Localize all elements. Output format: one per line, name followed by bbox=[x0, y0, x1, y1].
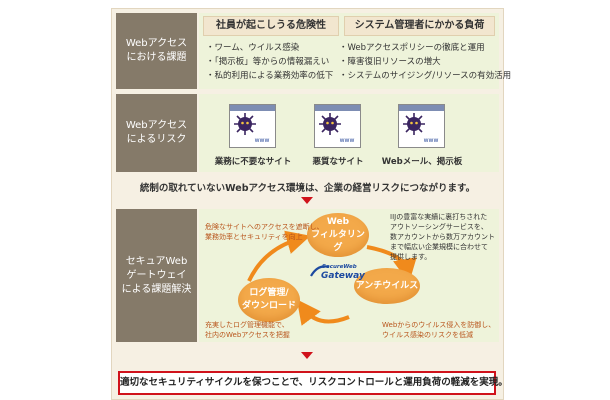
www-text: www bbox=[340, 137, 355, 144]
employee-risk-heading: 社員が起こしうる危険性 bbox=[203, 16, 339, 36]
list-item: ・「掲示板」等からの情報漏えい bbox=[206, 57, 330, 67]
risk-statement: 統制の取れていないWebアクセス環境は、企業の経営リスクにつながります。 bbox=[139, 183, 476, 194]
cycle-arrow bbox=[247, 230, 311, 282]
list-item: ・システムのサイジング/リソースの有効活用 bbox=[339, 71, 512, 81]
gateway-swoosh-icon bbox=[310, 265, 330, 277]
list-item: ・Webアクセスポリシーの徹底と運用 bbox=[339, 43, 485, 53]
list-item: ・ワーム、ウイルス感染 bbox=[206, 43, 300, 53]
down-arrow-icon bbox=[301, 352, 313, 359]
list-item: ・私的利用による業務効率の低下 bbox=[206, 71, 334, 81]
admin-load-list: ・Webアクセスポリシーの徹底と運用 ・障害復旧リソースの増大 ・システムのサイ… bbox=[339, 41, 511, 83]
down-arrow-icon bbox=[301, 197, 313, 204]
note-filtering: 危険なサイトへのアクセスを遮断し、 業務効率とセキュリティを向上 bbox=[205, 223, 324, 241]
note-antivirus: Webからのウイルス侵入を防御し、 ウイルス感染のリスクを低減 bbox=[382, 321, 496, 339]
cycle-arrow bbox=[296, 299, 350, 326]
conclusion-box: 適切なセキュリティサイクルを保つことで、リスクコントロールと運用負荷の軽減を実現… bbox=[118, 371, 508, 395]
site-label-unnecessary: 業務に不要なサイト bbox=[214, 157, 292, 167]
www-text: www bbox=[424, 137, 439, 144]
row-label-risks: Webアクセス によるリスク bbox=[116, 94, 197, 172]
row-label-issues: Webアクセス における課題 bbox=[116, 13, 197, 89]
employee-risk-list: ・ワーム、ウイルス感染 ・「掲示板」等からの情報漏えい ・私的利用による業務効率… bbox=[206, 41, 333, 83]
note-iij-service: IIJの豊富な実績に裏打ちされた アウトソーシングサービスを、 数アカウントから… bbox=[390, 213, 495, 261]
logo-gateway: Gateway bbox=[321, 271, 365, 281]
cycle-arrows bbox=[247, 230, 417, 326]
node-antivirus: アンチウイルス bbox=[354, 268, 420, 304]
malicious-site-icon: www bbox=[229, 104, 276, 148]
site-label-webmail: Webメール、掲示板 bbox=[381, 157, 463, 167]
row-label-solution: セキュアWeb ゲートウェイ による課題解決 bbox=[116, 209, 197, 342]
site-label-malicious: 悪質なサイト bbox=[312, 157, 364, 167]
node-log-management: ログ管理/ ダウンロード bbox=[238, 278, 300, 322]
note-log: 充実したログ管理機能で、 社内のWebアクセスを把握 bbox=[205, 321, 290, 339]
admin-load-heading: システム管理者にかかる負荷 bbox=[344, 16, 495, 36]
cycle-arrow bbox=[366, 245, 417, 283]
node-web-filtering: Web フィルタリング bbox=[307, 213, 369, 257]
malicious-site-icon: www bbox=[314, 104, 361, 148]
www-text: www bbox=[255, 137, 270, 144]
logo-secureweb: SecureWeb bbox=[322, 264, 357, 270]
list-item: ・障害復旧リソースの増大 bbox=[339, 57, 441, 67]
malicious-site-icon: www bbox=[398, 104, 445, 148]
